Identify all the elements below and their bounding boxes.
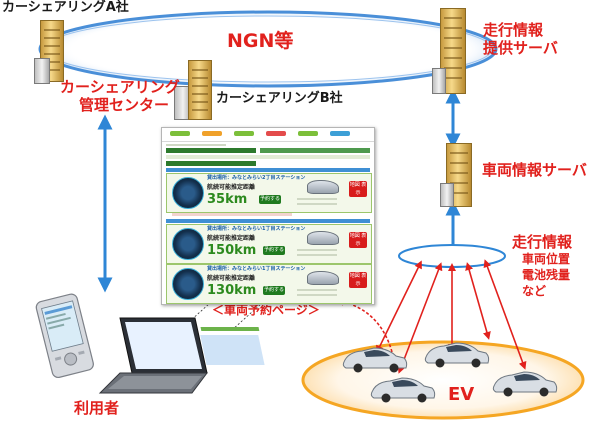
map-display-button[interactable]: 地図 表示 [349, 272, 367, 288]
ev-to-page-arrow [336, 297, 393, 353]
ev-car-3 [370, 377, 436, 403]
ev-data-item-battery: 電池残量 [522, 268, 571, 282]
ev-car-1 [342, 347, 408, 373]
ev-data-item-etc: など [522, 284, 547, 298]
range-value-text: 130km [207, 283, 257, 298]
vehicle-card-2: 貸出場所：みなとみらい1丁目ステーション 航続可能推定距離 150km 予約する… [166, 224, 372, 264]
driving-info-server-label-line1: 走行情報 [483, 21, 544, 39]
car-thumbnail-icon [307, 180, 339, 194]
map-display-button[interactable]: 地図 表示 [349, 181, 367, 197]
reservation-page-screenshot: 貸出場所：みなとみらい2丁目ステーション 航続可能推定距離 35km 予約する … [161, 127, 375, 305]
range-label-text: 航続可能推定距離 [207, 184, 256, 191]
reserve-button[interactable]: 予約する [263, 286, 285, 295]
reservation-page-caption: ＜車両予約ページ＞ [212, 303, 320, 317]
management-center-label-line1: カーシェアリング [60, 78, 180, 96]
carshare-b-label: カーシェアリングB社 [216, 91, 343, 106]
ev-car-2 [424, 342, 490, 368]
reserve-button[interactable]: 予約する [259, 195, 281, 204]
laptop-device [98, 317, 265, 394]
car-thumbnail-icon [307, 271, 339, 285]
reservation-page-navbar [162, 128, 374, 142]
range-label-text: 航続可能推定距離 [207, 275, 256, 282]
range-value-text: 150km [207, 243, 257, 258]
vehicle-card-3: 貸出場所：みなとみらい1丁目ステーション 航続可能推定距離 130km 予約する… [166, 264, 372, 304]
carshare-a-building-icon [34, 20, 70, 84]
carshare-a-label: カーシェアリングA社 [2, 0, 129, 15]
station-text: 貸出場所：みなとみらい1丁目ステーション [207, 226, 306, 232]
range-label-text: 航続可能推定距離 [207, 235, 256, 242]
pda-device [35, 293, 94, 379]
battery-gauge-icon [172, 228, 204, 260]
ngn-label: NGN等 [227, 30, 294, 52]
vehicle-card-1: 貸出場所：みなとみらい2丁目ステーション 航続可能推定距離 35km 予約する … [166, 173, 372, 213]
driving-info-server-label-line2: 提供サーバ [483, 39, 558, 57]
ev-car-4 [492, 371, 558, 397]
management-center-label-line2: 管理センター [79, 96, 170, 114]
ev-data-title: 走行情報 [512, 233, 573, 251]
ev-label: EV [448, 384, 475, 405]
user-label: 利用者 [74, 399, 120, 417]
map-display-button[interactable]: 地図 表示 [349, 232, 367, 248]
vehicle-info-server-label: 車両情報サーバ [482, 161, 587, 179]
reserve-button[interactable]: 予約する [263, 246, 285, 255]
vehicle-info-server-building-icon [440, 143, 476, 207]
battery-gauge-icon [172, 268, 204, 300]
range-value-text: 35km [207, 192, 248, 207]
station-text: 貸出場所：みなとみらい1丁目ステーション [207, 266, 306, 272]
ev-data-ring [398, 244, 506, 268]
battery-gauge-icon [172, 177, 204, 209]
car-thumbnail-icon [307, 231, 339, 245]
driving-info-server-building-icon [432, 8, 470, 94]
ev-data-item-position: 車両位置 [522, 252, 571, 266]
carshare-b-building-icon [174, 60, 214, 120]
station-text: 貸出場所：みなとみらい2丁目ステーション [207, 175, 306, 181]
